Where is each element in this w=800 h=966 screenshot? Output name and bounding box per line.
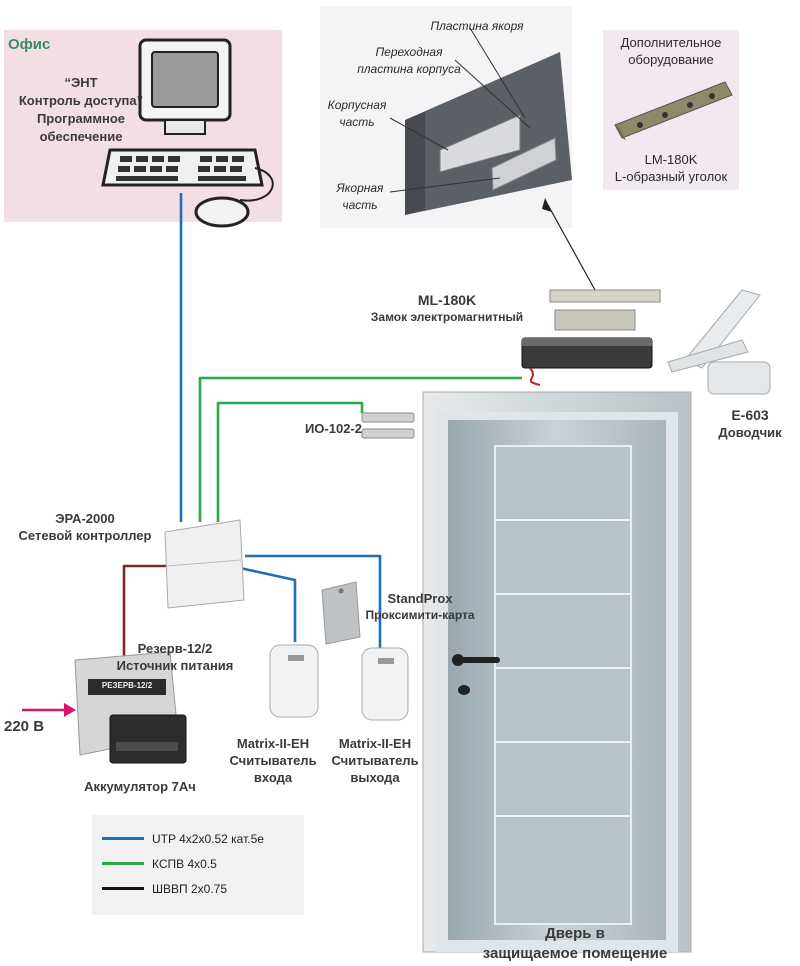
closer-model: E-603 — [731, 407, 769, 423]
extra-title-line2: оборудование — [628, 52, 714, 67]
closer-desc: Доводчик — [718, 425, 782, 440]
lock-label: ML-180K Замок электромагнитный — [352, 292, 542, 326]
extra-equipment-title: Дополнительное оборудование — [603, 34, 739, 68]
legend-label-shvvp: ШВВП 2x0.75 — [152, 881, 227, 896]
legend-swatch-utp — [102, 837, 144, 841]
controller-label: ЭРА-2000 Сетевой контроллер — [10, 510, 160, 544]
software-label: “ЭНТ Контроль доступа” Программное обесп… — [6, 74, 156, 146]
wires — [122, 193, 522, 658]
reader-out-model: Matrix-II-EH — [338, 736, 412, 751]
door-line2: защищаемое помещение — [482, 945, 668, 962]
card-desc: Проксимити-карта — [365, 608, 475, 622]
mains-label: 220 В — [4, 718, 45, 735]
adapter-plate-line1: Переходная — [375, 45, 443, 59]
sensor-label: ИО-102-2 — [304, 421, 362, 436]
lock-mount-drawing — [389, 27, 572, 215]
reader-in-model: Matrix-II-EH — [236, 736, 310, 751]
magnetic-lock-drawing — [521, 289, 661, 386]
power-supply-label: Резерв-12/2 Источник питания — [100, 640, 250, 674]
l-bracket-desc: L-образный уголок — [614, 169, 728, 184]
battery-drawing — [109, 714, 187, 764]
software-line3: Программное — [36, 111, 126, 126]
power-desc: Источник питания — [116, 658, 234, 673]
proximity-card-drawing — [321, 581, 361, 645]
card-model: StandProx — [387, 591, 453, 606]
battery-label: Аккумулятор 7Ач — [84, 779, 196, 794]
l-bracket-label: LM-180K L-образный уголок — [603, 151, 739, 185]
software-line1: “ЭНТ — [64, 75, 98, 90]
door-line1: Дверь в — [545, 925, 605, 942]
legend-label-utp: UTP 4x2x0.52 кат.5е — [152, 831, 264, 846]
legend-item-shvvp: ШВВП 2x0.75 — [102, 881, 227, 897]
extra-title-line1: Дополнительное — [620, 35, 722, 50]
reader-out-label: Matrix-II-EH Считыватель выхода — [330, 735, 420, 786]
anchor-part-line2: часть — [342, 198, 378, 212]
power-model: Резерв-12/2 — [137, 641, 213, 656]
legend-swatch-shvvp — [102, 887, 144, 891]
legend-label-kspv: КСПВ 4x0.5 — [152, 856, 217, 871]
cable-legend: UTP 4x2x0.52 кат.5е КСПВ 4x0.5 ШВВП 2x0.… — [92, 815, 304, 915]
software-line4: обеспечение — [39, 129, 123, 144]
door-closer-drawing — [667, 289, 771, 395]
reader-out-desc-line1: Считыватель — [331, 753, 419, 768]
anchor-part-line1: Якорная — [336, 181, 384, 195]
l-bracket-model: LM-180K — [644, 152, 698, 167]
legend-item-utp: UTP 4x2x0.52 кат.5е — [102, 831, 264, 847]
card-label: StandProx Проксимити-карта — [350, 590, 490, 624]
reader-in-desc-line1: Считыватель — [229, 753, 317, 768]
body-part-line1: Корпусная — [327, 98, 387, 112]
legend-swatch-kspv — [102, 862, 144, 866]
reader-in-label: Matrix-II-EH Считыватель входа — [228, 735, 318, 786]
legend-item-kspv: КСПВ 4x0.5 — [102, 856, 217, 872]
computer-icon — [101, 38, 274, 228]
controller-model: ЭРА-2000 — [55, 511, 115, 526]
door-sensor-drawing — [361, 412, 415, 439]
reader-in-drawing — [269, 644, 319, 718]
l-bracket-drawing — [614, 81, 733, 140]
reader-out-drawing — [361, 647, 409, 721]
controller-drawing — [164, 519, 245, 609]
anchor-plate-label: Пластина якоря — [430, 19, 524, 33]
door-label: Дверь в защищаемое помещение — [470, 924, 680, 964]
mains-arrow-icon — [22, 703, 76, 717]
detail-pointer-arrow — [542, 198, 596, 291]
lock-desc: Замок электромагнитный — [370, 310, 524, 324]
adapter-plate-line2: пластина корпуса — [357, 62, 461, 76]
door-drawing — [422, 391, 692, 953]
closer-label: E-603 Доводчик — [700, 407, 800, 441]
anchor-part-label: Якорная часть — [330, 180, 390, 214]
controller-desc: Сетевой контроллер — [18, 528, 152, 543]
body-part-line2: часть — [339, 115, 375, 129]
body-part-label: Корпусная часть — [322, 97, 392, 131]
reader-out-desc-line2: выхода — [350, 770, 400, 785]
lock-model: ML-180K — [417, 292, 477, 308]
power-device-label: РЕЗЕРВ-12/2 — [101, 681, 153, 690]
office-title: Офис — [8, 36, 51, 53]
software-line2: Контроль доступа” — [18, 93, 144, 108]
reader-in-desc-line2: входа — [253, 770, 293, 785]
adapter-plate-label: Переходная пластина корпуса — [344, 44, 474, 78]
